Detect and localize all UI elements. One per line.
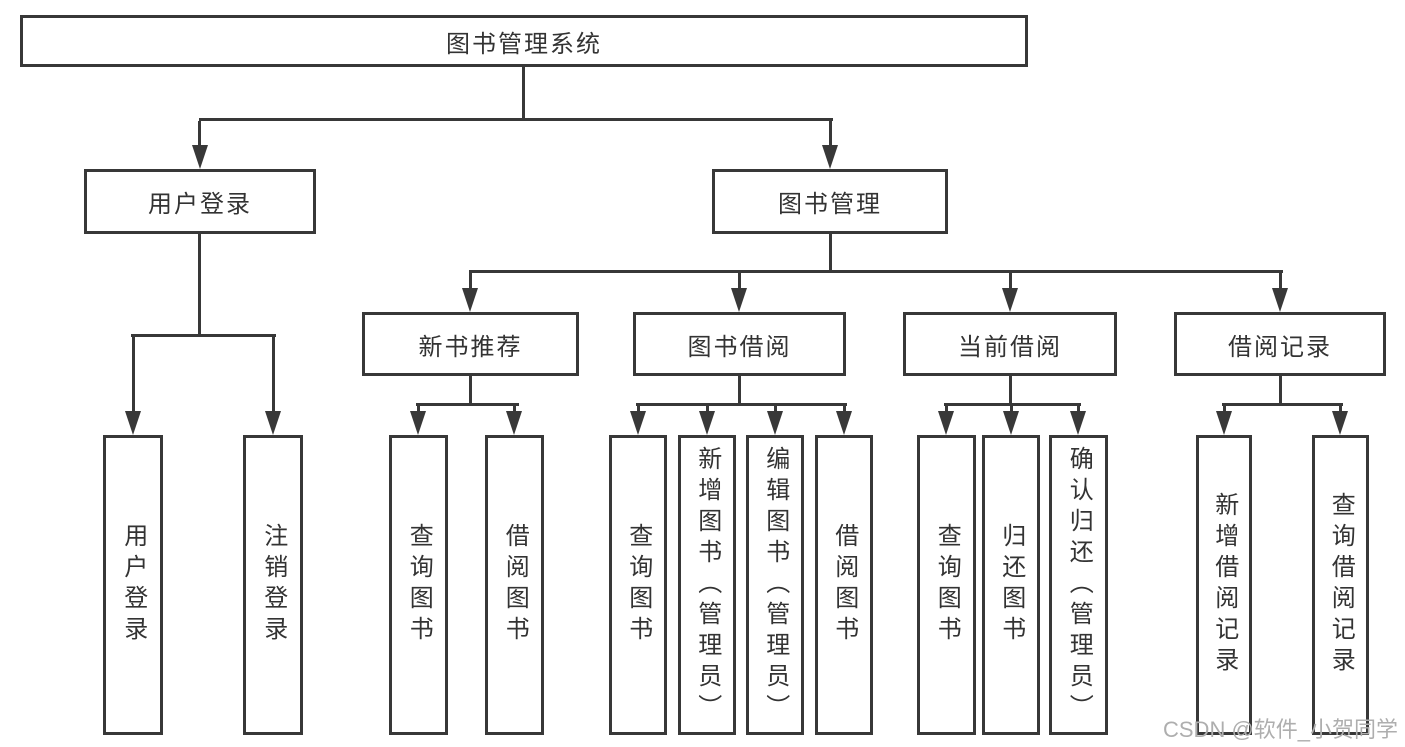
arrowhead-leaf-add-record	[1216, 411, 1232, 435]
arrowhead-leaf-borrow-book-2	[836, 411, 852, 435]
node-book-borrowing: 图书借阅	[633, 312, 846, 376]
connector-to-leaf-query-book-3	[945, 406, 948, 413]
connector-book-borrow-splitter	[636, 403, 847, 406]
leaf-label: 新增借阅记录	[1210, 492, 1238, 678]
connector-to-leaf-return-book	[1010, 406, 1013, 413]
connector-borrow-records-trunk	[1279, 376, 1282, 406]
leaf-borrow-book-1: 借阅图书	[485, 435, 544, 735]
connector-current-borrow-trunk	[1009, 376, 1012, 406]
connector-new-book-rec-trunk	[469, 376, 472, 406]
node-label: 新书推荐	[418, 333, 523, 361]
connector-to-current-borrow	[1009, 273, 1012, 291]
leaf-edit-book-admin: 编辑图书（管理员）	[746, 435, 804, 735]
connector-new-book-rec-splitter	[416, 403, 519, 406]
node-library-management-system: 图书管理系统	[20, 15, 1028, 67]
connector-to-leaf-user-login	[132, 337, 135, 413]
connector-borrow-records-splitter	[1222, 403, 1343, 406]
node-borrowing-records: 借阅记录	[1174, 312, 1386, 376]
connector-to-leaf-borrow-book-1	[513, 406, 516, 413]
arrowhead-current-borrow	[1002, 288, 1018, 312]
node-label: 借阅记录	[1228, 333, 1332, 361]
leaf-add-book-admin: 新增图书（管理员）	[678, 435, 736, 735]
arrowhead-leaf-query-book-2	[630, 411, 646, 435]
leaf-query-book-2: 查询图书	[609, 435, 667, 735]
node-user-login-branch: 用户登录	[84, 169, 316, 234]
leaf-label: 查询图书	[624, 523, 652, 647]
arrowhead-borrow-records	[1272, 288, 1288, 312]
leaf-label: 用户登录	[119, 523, 147, 647]
leaf-label: 查询图书	[405, 523, 433, 647]
leaf-label: 查询借阅记录	[1327, 492, 1355, 678]
csdn-watermark: CSDN @软件_小贺同学	[1163, 717, 1399, 742]
leaf-query-book-3: 查询图书	[917, 435, 976, 735]
leaf-query-book-1: 查询图书	[389, 435, 448, 735]
node-label: 当前借阅	[958, 333, 1062, 361]
arrowhead-leaf-query-record	[1332, 411, 1348, 435]
connector-to-leaf-query-book-1	[417, 406, 420, 413]
leaf-add-borrow-record: 新增借阅记录	[1196, 435, 1252, 735]
connector-to-leaf-confirm-return	[1077, 406, 1080, 413]
arrowhead-book-borrow	[731, 288, 747, 312]
arrowhead-leaf-edit-book	[767, 411, 783, 435]
connector-to-leaf-edit-book	[774, 406, 777, 413]
connector-current-borrow-splitter	[944, 403, 1081, 406]
connector-user-login-splitter	[131, 334, 276, 337]
leaf-label: 编辑图书（管理员）	[761, 445, 789, 725]
connector-to-leaf-add-book	[706, 406, 709, 413]
node-current-borrowing: 当前借阅	[903, 312, 1117, 376]
arrowhead-book-management	[822, 145, 838, 169]
connector-level3-splitter	[469, 270, 1283, 273]
connector-book-borrow-trunk	[738, 376, 741, 406]
arrowhead-leaf-return-book	[1003, 411, 1019, 435]
node-label: 用户登录	[148, 191, 252, 218]
arrowhead-leaf-borrow-book-1	[506, 411, 522, 435]
connector-to-leaf-query-book-2	[637, 406, 640, 413]
node-book-management-branch: 图书管理	[712, 169, 948, 234]
node-label: 图书管理系统	[446, 30, 602, 58]
node-label: 图书管理	[778, 191, 882, 218]
leaf-query-borrow-record: 查询借阅记录	[1312, 435, 1369, 735]
arrowhead-leaf-add-book	[699, 411, 715, 435]
leaf-label: 查询图书	[933, 523, 961, 647]
leaf-label: 新增图书（管理员）	[693, 445, 721, 725]
connector-book-management-trunk	[829, 234, 832, 273]
arrowhead-leaf-confirm-return	[1070, 411, 1086, 435]
leaf-confirm-return-admin: 确认归还（管理员）	[1049, 435, 1108, 735]
node-new-book-recommend: 新书推荐	[362, 312, 579, 376]
arrowhead-leaf-query-book-1	[410, 411, 426, 435]
connector-root-trunk	[522, 67, 525, 121]
leaf-return-book: 归还图书	[982, 435, 1040, 735]
connector-user-login-trunk	[198, 234, 201, 337]
leaf-label: 确认归还（管理员）	[1065, 445, 1093, 725]
connector-to-borrow-records	[1279, 273, 1282, 291]
node-label: 图书借阅	[687, 333, 792, 361]
connector-to-leaf-add-record	[1223, 406, 1226, 413]
leaf-label: 归还图书	[997, 523, 1025, 647]
connector-level2-splitter	[199, 118, 833, 121]
connector-to-new-book-rec	[469, 273, 472, 291]
connector-to-leaf-query-record	[1339, 406, 1342, 413]
leaf-label: 借阅图书	[501, 523, 529, 647]
arrowhead-leaf-query-book-3	[938, 411, 954, 435]
connector-to-book-borrow	[738, 273, 741, 291]
arrowhead-user-login	[192, 145, 208, 169]
leaf-borrow-book-2: 借阅图书	[815, 435, 873, 735]
leaf-user-login: 用户登录	[103, 435, 163, 735]
connector-to-leaf-borrow-book-2	[843, 406, 846, 413]
leaf-logout: 注销登录	[243, 435, 303, 735]
connector-to-book-management	[829, 121, 832, 147]
connector-to-leaf-logout	[272, 337, 275, 413]
arrowhead-leaf-logout	[265, 411, 281, 435]
connector-to-user-login	[198, 121, 201, 147]
arrowhead-new-book-rec	[462, 288, 478, 312]
leaf-label: 注销登录	[259, 523, 287, 647]
leaf-label: 借阅图书	[830, 523, 858, 647]
arrowhead-leaf-user-login	[125, 411, 141, 435]
